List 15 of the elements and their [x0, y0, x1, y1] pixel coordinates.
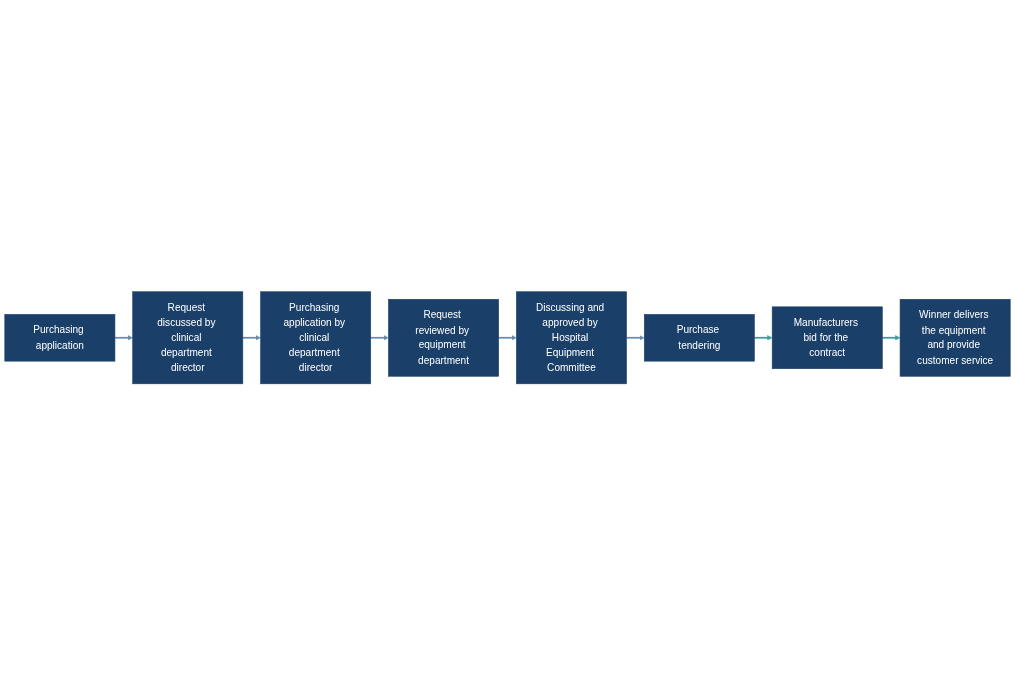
- node-box: Purchase tendering: [644, 314, 755, 362]
- arrow: [753, 335, 773, 341]
- node-box: Request reviewed by equipment department: [388, 299, 499, 377]
- arrow: [241, 335, 261, 341]
- node-box: Purchasing application by clinical department director: [260, 291, 371, 385]
- node-box: Discussing and approved by Hospital Equipment Committee: [516, 291, 627, 385]
- arrow: [369, 335, 389, 341]
- node-box: Purchasing application: [4, 314, 116, 362]
- arrow: [625, 335, 645, 341]
- node-box: Manufacturers bid for the contract: [771, 306, 883, 370]
- node-box: Winner delivers the equipment and provide customer service: [899, 299, 1011, 377]
- node-box: Request discussed by clinical department director: [132, 291, 244, 385]
- arrow: [881, 335, 901, 341]
- arrow: [114, 335, 133, 341]
- arrow: [497, 335, 517, 341]
